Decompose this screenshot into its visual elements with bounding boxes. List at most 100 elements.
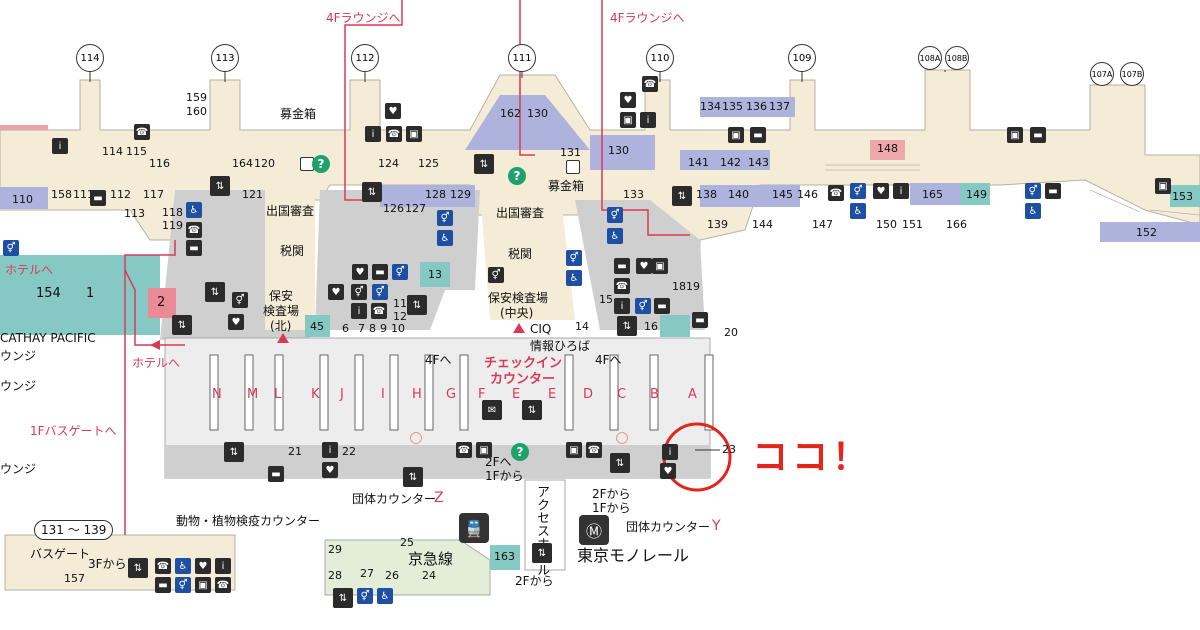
shop-138[interactable]: 138	[696, 188, 717, 201]
information-icon[interactable]: ?	[312, 155, 330, 173]
counter-f[interactable]: F	[478, 387, 486, 402]
shop-160[interactable]: 160	[186, 105, 207, 118]
shop-16[interactable]: 16	[644, 320, 658, 333]
gate-112[interactable]: 112	[351, 44, 379, 72]
counter-i[interactable]: I	[381, 387, 385, 402]
shop-158[interactable]: 158	[51, 188, 72, 201]
shop-119[interactable]: 119	[162, 219, 183, 232]
monorail-label[interactable]: 東京モノレール	[577, 546, 690, 565]
shop-114[interactable]: 114	[102, 145, 123, 158]
gate-111[interactable]: 111	[508, 44, 536, 72]
shop-162[interactable]: 162	[500, 107, 521, 120]
gate-107b[interactable]: 107B	[1120, 62, 1144, 86]
shop-8[interactable]: 8	[369, 322, 376, 335]
shop-121[interactable]: 121	[242, 188, 263, 201]
train-icon[interactable]: 🚆	[459, 513, 489, 543]
shop-24[interactable]: 24	[422, 569, 436, 582]
shop-147[interactable]: 147	[812, 218, 833, 231]
shop-144[interactable]: 144	[752, 218, 773, 231]
shop-45[interactable]: 45	[310, 320, 324, 333]
shop-153[interactable]: 153	[1172, 190, 1193, 203]
shop-2-label[interactable]: 2	[157, 295, 166, 310]
shop-157[interactable]: 157	[64, 572, 85, 585]
shop-22[interactable]: 22	[342, 445, 356, 458]
shop-19[interactable]: 19	[686, 280, 700, 293]
shop-111[interactable]: 111	[73, 188, 94, 201]
information-icon[interactable]: ?	[511, 443, 529, 461]
shop-164[interactable]: 164	[232, 157, 253, 170]
shop-145[interactable]: 145	[772, 188, 793, 201]
shop-23[interactable]: 23	[722, 443, 736, 456]
shop-116[interactable]: 116	[149, 157, 170, 170]
gate-107a[interactable]: 107A	[1090, 62, 1114, 86]
shop-11[interactable]: 11	[393, 297, 407, 310]
gate-131-139[interactable]: 131 ～ 139	[34, 520, 114, 540]
shop-130b[interactable]: 130	[608, 144, 629, 157]
counter-m[interactable]: M	[247, 387, 259, 402]
counter-h[interactable]: H	[412, 387, 422, 402]
shop-127[interactable]: 127	[405, 202, 426, 215]
shop-131[interactable]: 131	[560, 146, 581, 159]
shop-146[interactable]: 146	[797, 188, 818, 201]
shop-149[interactable]: 149	[966, 188, 987, 201]
shop-18[interactable]: 18	[672, 280, 686, 293]
shop-13[interactable]: 13	[428, 268, 442, 281]
shop-136[interactable]: 136	[746, 100, 767, 113]
shop-10[interactable]: 10	[391, 322, 405, 335]
shop-137[interactable]: 137	[769, 100, 790, 113]
counter-c[interactable]: C	[617, 387, 627, 402]
shop-151[interactable]: 151	[902, 218, 923, 231]
shop-120[interactable]: 120	[254, 157, 275, 170]
shop-113[interactable]: 113	[124, 207, 145, 220]
counter-a[interactable]: A	[688, 387, 697, 402]
shop-129[interactable]: 129	[450, 188, 471, 201]
shop-134[interactable]: 134	[700, 100, 721, 113]
shop-6[interactable]: 6	[342, 322, 349, 335]
shop-140[interactable]: 140	[728, 188, 749, 201]
shop-117[interactable]: 117	[143, 188, 164, 201]
counter-n[interactable]: N	[212, 387, 222, 402]
shop-15[interactable]: 15	[599, 293, 613, 306]
counter-e-2[interactable]: E	[548, 387, 557, 402]
shop-112[interactable]: 112	[110, 188, 131, 201]
shop-14[interactable]: 14	[575, 320, 589, 333]
gate-108a[interactable]: 108A	[918, 46, 942, 70]
shop-115[interactable]: 115	[126, 145, 147, 158]
shop-163[interactable]: 163	[494, 550, 515, 563]
shop-28[interactable]: 28	[328, 569, 342, 582]
counter-j[interactable]: J	[340, 387, 344, 402]
shop-7[interactable]: 7	[358, 322, 365, 335]
counter-k[interactable]: K	[311, 387, 320, 402]
shop-12[interactable]: 12	[393, 310, 407, 323]
shop-135[interactable]: 135	[722, 100, 743, 113]
shop-26[interactable]: 26	[385, 569, 399, 582]
shop-1[interactable]: 1	[86, 286, 95, 301]
gate-109[interactable]: 109	[788, 44, 816, 72]
information-icon[interactable]: ?	[508, 167, 526, 185]
gate-113[interactable]: 113	[211, 44, 239, 72]
counter-l[interactable]: L	[274, 387, 282, 402]
shop-154[interactable]: 154	[36, 286, 61, 301]
shop-141[interactable]: 141	[688, 156, 709, 169]
gate-114[interactable]: 114	[76, 44, 104, 72]
shop-25[interactable]: 25	[400, 536, 414, 549]
shop-29[interactable]: 29	[328, 543, 342, 556]
shop-152[interactable]: 152	[1136, 226, 1157, 239]
shop-110[interactable]: 110	[12, 193, 33, 206]
shop-27[interactable]: 27	[360, 567, 374, 580]
shop-139[interactable]: 139	[707, 218, 728, 231]
shop-128[interactable]: 128	[425, 188, 446, 201]
counter-e-1[interactable]: E	[512, 387, 521, 402]
monorail-icon[interactable]: Ⓜ	[579, 515, 609, 545]
counter-d[interactable]: D	[583, 387, 594, 402]
gate-110[interactable]: 110	[646, 44, 674, 72]
shop-143[interactable]: 143	[748, 156, 769, 169]
shop-165[interactable]: 165	[922, 188, 943, 201]
shop-126[interactable]: 126	[383, 202, 404, 215]
shop-125[interactable]: 125	[418, 157, 439, 170]
shop-21[interactable]: 21	[288, 445, 302, 458]
shop-159[interactable]: 159	[186, 91, 207, 104]
shop-142[interactable]: 142	[720, 156, 741, 169]
shop-20[interactable]: 20	[724, 326, 738, 339]
shop-130[interactable]: 130	[527, 107, 548, 120]
